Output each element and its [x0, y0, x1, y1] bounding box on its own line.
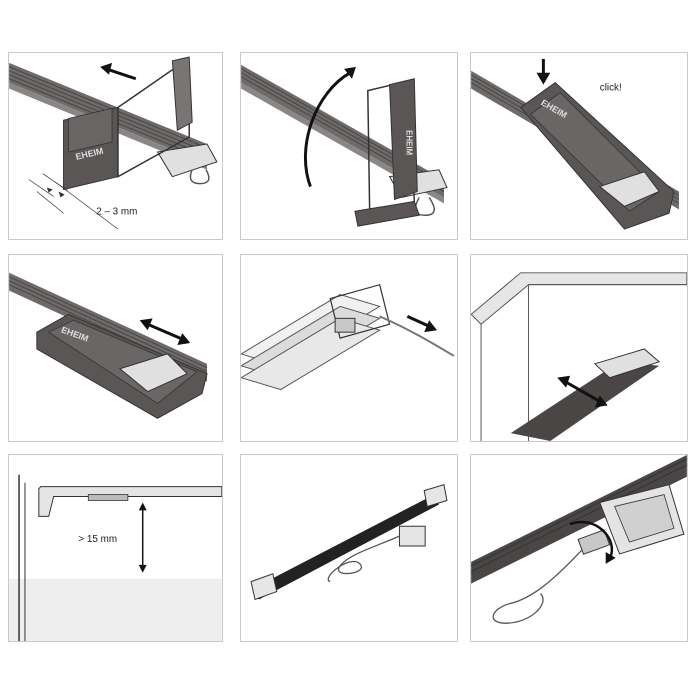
power-supply — [599, 484, 685, 555]
press-arrow — [536, 58, 551, 85]
aquarium-frame — [471, 272, 687, 441]
step-1-slide-bracket: EHEIM 2 – 3 mm — [8, 52, 223, 240]
slide-arrow — [557, 375, 608, 408]
step-8-assembled-kit — [240, 454, 458, 642]
rail-end-cap — [156, 143, 218, 178]
mounting-bracket — [519, 82, 675, 230]
step-8-illustration — [250, 484, 448, 601]
step-5-illustration — [241, 283, 455, 391]
height-label: > 15 mm — [78, 534, 117, 545]
height-arrow — [138, 502, 147, 573]
light-rail-profile — [38, 486, 222, 517]
rotate-arrow — [303, 66, 356, 188]
step-6-mount-on-tank — [470, 254, 688, 442]
slide-arrow — [100, 62, 137, 81]
connector-plug — [577, 529, 611, 555]
connector — [334, 317, 356, 333]
water-area — [9, 578, 222, 641]
tank-wall — [18, 474, 26, 641]
cable-loop — [189, 169, 210, 185]
step-1-illustration: EHEIM 2 – 3 mm — [9, 56, 218, 230]
step-9-illustration — [471, 455, 687, 624]
light-rail — [241, 294, 381, 391]
power-supply — [398, 525, 426, 547]
step-7-minimum-height: > 15 mm — [8, 454, 223, 642]
cable-coil — [492, 549, 583, 624]
rotate-arrow — [569, 520, 616, 564]
step-2-rotate-bracket: EHEIM — [240, 52, 458, 240]
distance-label: 2 – 3 mm — [96, 206, 137, 217]
cable — [379, 315, 455, 357]
two-way-arrow — [139, 318, 191, 346]
step-3-illustration: EHEIM click! — [471, 58, 680, 230]
mounting-bracket — [36, 313, 208, 419]
bracket-logo: EHEIM — [404, 130, 413, 155]
step-3-click-bracket: EHEIM click! — [470, 52, 688, 240]
light-rail — [250, 484, 448, 601]
step-9-connect-power — [470, 454, 688, 642]
step-4-adjust-bracket: EHEIM — [8, 254, 223, 442]
step-5-insert-connector — [240, 254, 458, 442]
push-arrow — [406, 314, 438, 333]
click-label: click! — [600, 83, 622, 94]
step-7-illustration: > 15 mm — [9, 474, 222, 641]
light-rail — [471, 455, 687, 584]
step-6-illustration — [471, 272, 687, 441]
step-2-illustration: EHEIM — [241, 64, 448, 227]
cable-coil — [327, 535, 400, 583]
mounting-bracket — [63, 56, 193, 191]
light-rail — [510, 348, 661, 441]
step-4-illustration: EHEIM — [9, 272, 208, 419]
mounting-bracket — [354, 78, 420, 227]
